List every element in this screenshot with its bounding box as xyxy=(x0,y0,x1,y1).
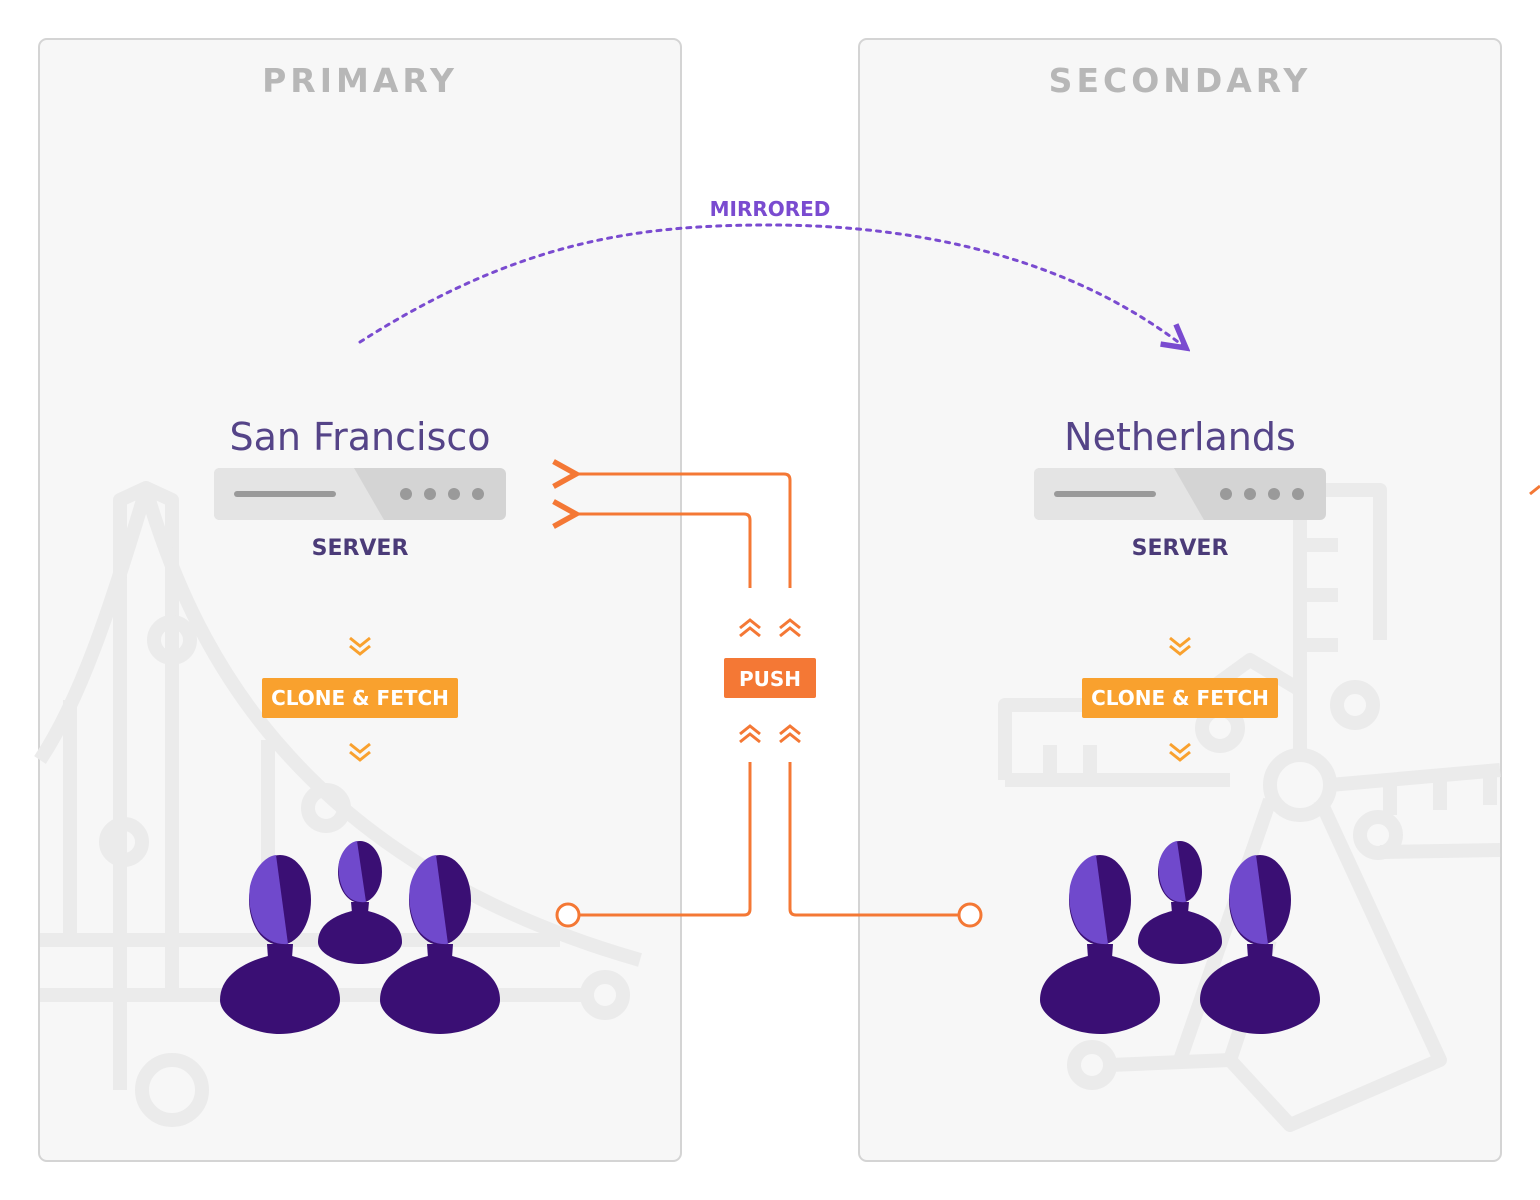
primary-panel: PRIMARY San Francisco SERVER CLONE & FET… xyxy=(34,38,682,1162)
push-endpoint-primary-icon xyxy=(555,902,581,928)
secondary-clone-fetch-label: CLONE & FETCH xyxy=(1091,686,1269,710)
push-chevron-up-icons-bottom xyxy=(738,724,802,744)
primary-server-label: SERVER xyxy=(312,536,409,561)
push-line-primary-users xyxy=(580,762,752,917)
netherlands-title: Netherlands xyxy=(1064,415,1296,459)
push-badge: PUSH xyxy=(724,658,816,698)
bridge-background-illustration xyxy=(34,481,642,1127)
offscreen-arrow-edge xyxy=(1529,484,1540,496)
mirrored-connector: MIRRORED xyxy=(358,197,1186,348)
primary-server-icon xyxy=(214,468,506,520)
secondary-server-label: SERVER xyxy=(1132,536,1229,561)
mirrored-arrow-path xyxy=(358,223,1186,348)
push-endpoint-secondary-icon xyxy=(957,902,983,928)
windmill-background-illustration xyxy=(998,483,1501,1132)
secondary-clone-fetch-badge: CLONE & FETCH xyxy=(1082,678,1278,718)
primary-clone-fetch-badge: CLONE & FETCH xyxy=(262,678,458,718)
mirrored-label: MIRRORED xyxy=(710,197,831,221)
push-label: PUSH xyxy=(739,667,801,691)
push-connector xyxy=(555,474,1540,928)
push-arrow-inner xyxy=(576,514,752,588)
push-line-secondary-users xyxy=(788,762,958,917)
primary-panel-title: PRIMARY xyxy=(262,61,458,100)
secondary-panel: SECONDARY Netherlands SERVER CLONE & FET… xyxy=(858,38,1502,1162)
san-francisco-title: San Francisco xyxy=(229,415,490,459)
secondary-panel-title: SECONDARY xyxy=(1049,61,1312,100)
push-arrow-outer xyxy=(576,474,792,588)
push-chevron-up-icons-top xyxy=(738,618,802,638)
secondary-server-icon xyxy=(1034,468,1326,520)
primary-clone-fetch-label: CLONE & FETCH xyxy=(271,686,449,710)
